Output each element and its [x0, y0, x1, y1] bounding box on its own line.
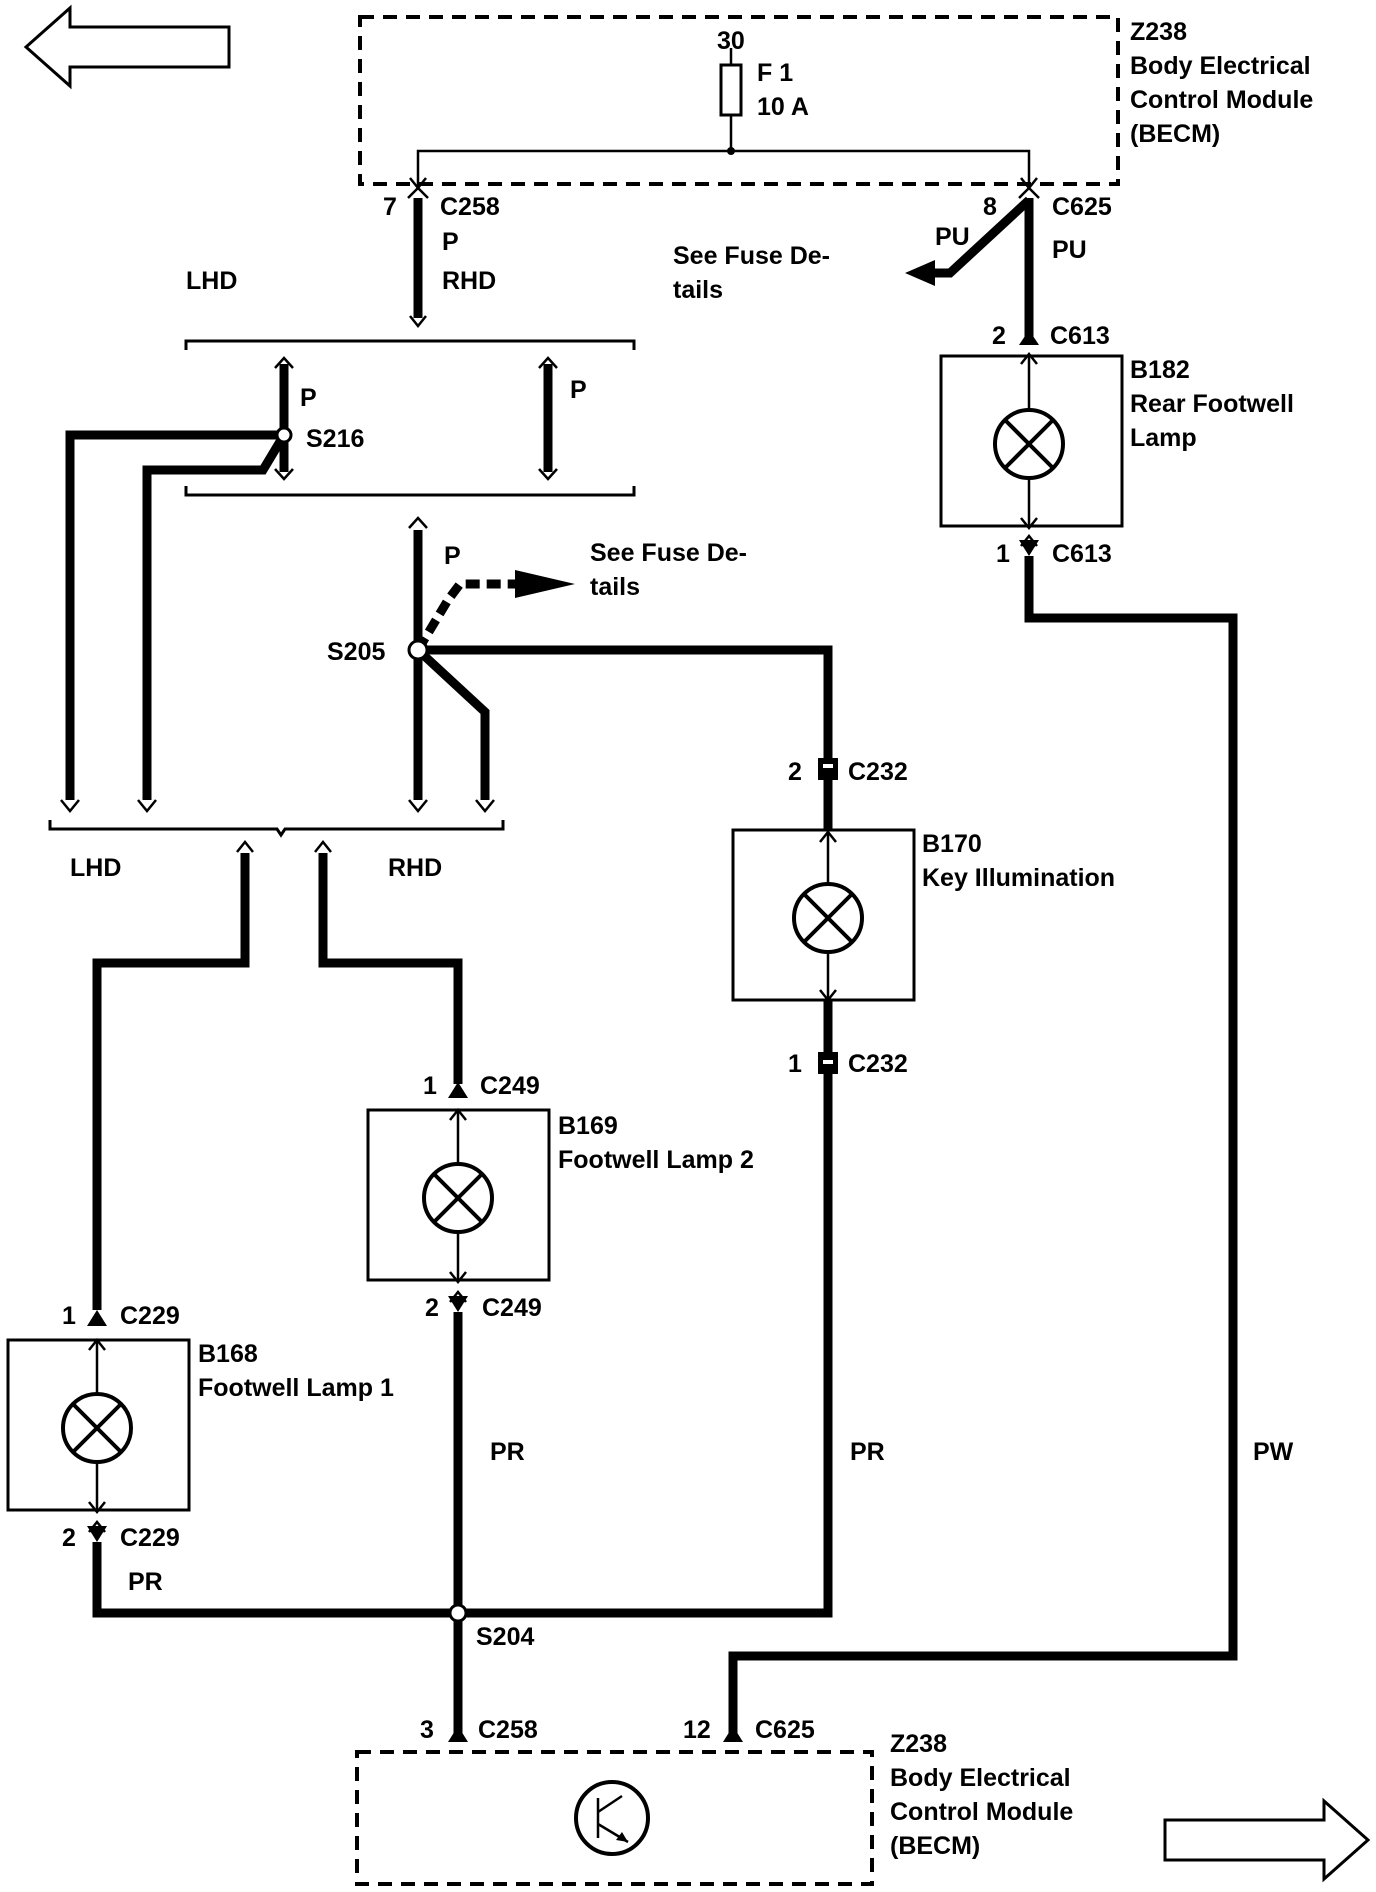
lamp-b168-id: B168: [198, 1340, 258, 1368]
wire-label-p-s205: P: [444, 542, 461, 570]
becm-bottom-conn-right: C625: [755, 1716, 815, 1744]
wire-label-lhd-bottom: LHD: [70, 854, 121, 882]
lamp-b168: [6, 1310, 191, 1542]
lamp-b182: [939, 330, 1124, 531]
arrow-left-icon: [905, 260, 935, 286]
becm-top-name-2: Control Module: [1130, 86, 1313, 114]
wire-label-rhd-bottom: RHD: [388, 854, 442, 882]
fuse-name: F 1: [757, 59, 793, 87]
wire-pw: [728, 556, 1238, 1735]
lamp-b169-conn-bot: C249: [482, 1294, 542, 1322]
becm-top-name-1: Body Electrical: [1130, 52, 1311, 80]
becm-top-pin-right: 8: [983, 193, 997, 221]
wire-label-p-s216: P: [300, 384, 317, 412]
fuse-ref-arrow-1: [935, 196, 1033, 278]
becm-top-conn-right: C625: [1052, 193, 1112, 221]
lamp-b170-pin-top: 2: [788, 758, 802, 786]
wire-label-pr-mid: PR: [490, 1438, 525, 1466]
lamp-b170-conn-top: C232: [848, 758, 908, 786]
becm-top-pin-left: 7: [383, 193, 397, 221]
lamp-b170-conn-bot: C232: [848, 1050, 908, 1078]
lamp-b169-conn-top: C249: [480, 1072, 540, 1100]
splice-s204-label: S204: [476, 1623, 534, 1651]
lamp-b182-pin-bot: 1: [996, 540, 1010, 568]
wire-label-pr-left: PR: [128, 1568, 163, 1596]
lamp-b170-id: B170: [922, 830, 982, 858]
harness-bracket-lower: [48, 820, 505, 838]
lamp-b169-name-1: Footwell Lamp 2: [558, 1146, 754, 1174]
lamp-b168-pin-bot: 2: [62, 1524, 76, 1552]
lamp-b182-name-1: Rear Footwell: [1130, 390, 1294, 418]
wire-label-p-top: P: [442, 228, 459, 256]
lamp-b182-id: B182: [1130, 356, 1190, 384]
lamp-b182-pin-top: 2: [992, 322, 1006, 350]
lamp-b168-pin-top: 1: [62, 1302, 76, 1330]
wire-pr-left: [92, 1542, 458, 1618]
wire-label-p-right: P: [570, 376, 587, 404]
becm-top-name-3: (BECM): [1130, 120, 1220, 148]
wire-label-pu-1: PU: [935, 223, 970, 251]
fuse-ref-1-line2: tails: [673, 276, 723, 304]
splice-s216-label: S216: [306, 425, 364, 453]
lamp-b169-pin-bot: 2: [425, 1294, 439, 1322]
wire-label-lhd-top: LHD: [186, 267, 237, 295]
lamp-b168-conn-top: C229: [120, 1302, 180, 1330]
becm-top-id: Z238: [1130, 18, 1187, 46]
becm-top-module: [358, 15, 1120, 191]
becm-bottom-conn-left: C258: [478, 1716, 538, 1744]
becm-bottom-name-1: Body Electrical: [890, 1764, 1071, 1792]
arrow-right-icon: [515, 570, 575, 598]
becm-bottom-name-2: Control Module: [890, 1798, 1073, 1826]
lamp-b169-pin-top: 1: [423, 1072, 437, 1100]
fuse-f1-icon: [719, 63, 743, 117]
lamp-b170-pin-bot: 1: [788, 1050, 802, 1078]
wire-label-pu-2: PU: [1052, 236, 1087, 264]
transistor-icon: [574, 1780, 650, 1856]
forward-arrow-icon[interactable]: [1163, 1797, 1371, 1883]
lamp-b168-name-1: Footwell Lamp 1: [198, 1374, 394, 1402]
becm-bottom-module: [355, 1726, 874, 1886]
splice-s204: [448, 1603, 468, 1623]
becm-bottom-id: Z238: [890, 1730, 947, 1758]
lamp-b182-conn-bot: C613: [1052, 540, 1112, 568]
harness-bracket-upper-top: [184, 339, 636, 350]
wire-label-pw: PW: [1253, 1438, 1294, 1466]
lamp-b170-name-1: Key Illumination: [922, 864, 1115, 892]
lamp-b182-conn-top: C613: [1050, 322, 1110, 350]
wire-to-b168: [92, 853, 250, 1310]
fuse-ref-2-line2: tails: [590, 573, 640, 601]
fuse-pin: 30: [717, 27, 745, 55]
wire-label-pr-right: PR: [850, 1438, 885, 1466]
becm-bottom-name-3: (BECM): [890, 1832, 980, 1860]
lamp-b169: [366, 1082, 551, 1312]
fuse-ref-1-line1: See Fuse De-: [673, 242, 830, 270]
splice-s205-label: S205: [327, 638, 385, 666]
wire-pr-right: [458, 1074, 833, 1618]
wire-label-rhd-top: RHD: [442, 267, 496, 295]
splice-s205: [407, 639, 429, 661]
fuse-rating: 10 A: [757, 93, 809, 121]
lamp-b168-conn-bot: C229: [120, 1524, 180, 1552]
lamp-b169-id: B169: [558, 1112, 618, 1140]
becm-bottom-pin-right: 12: [683, 1716, 711, 1744]
fuse-ref-2-line1: See Fuse De-: [590, 539, 747, 567]
lamp-b170: [731, 758, 916, 1074]
fuse-ref-arrow-2: [414, 579, 515, 653]
wire-to-b169: [318, 853, 463, 1084]
lamp-b182-name-2: Lamp: [1130, 424, 1197, 452]
becm-top-conn-left: C258: [440, 193, 500, 221]
back-arrow-icon[interactable]: [23, 4, 231, 90]
splice-s216: [275, 426, 293, 444]
harness-bracket-upper-bottom: [184, 486, 636, 497]
becm-bottom-pin-left: 3: [420, 1716, 434, 1744]
